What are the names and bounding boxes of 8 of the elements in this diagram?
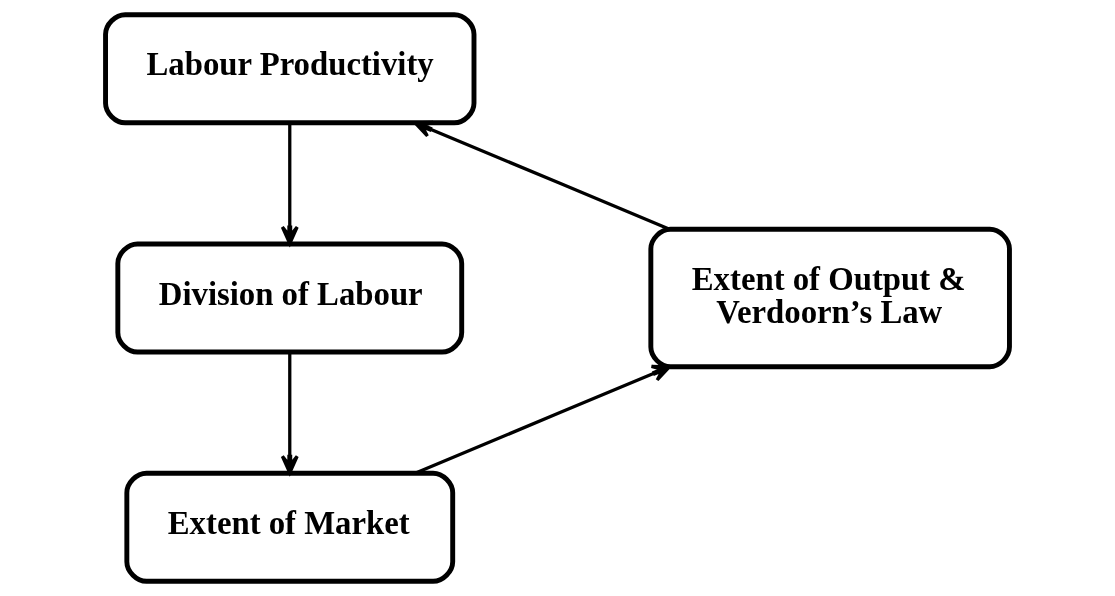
arrow (280, 352, 299, 475)
node-box: Extent of Output & Verdoorn’s Law (648, 226, 1012, 370)
node-box: Extent of Market (124, 470, 456, 584)
arrow (414, 364, 672, 475)
node-box: Division of Labour (115, 241, 465, 355)
node-box: Labour Productivity (103, 12, 477, 126)
arrow (280, 122, 299, 246)
arrow (413, 120, 671, 231)
